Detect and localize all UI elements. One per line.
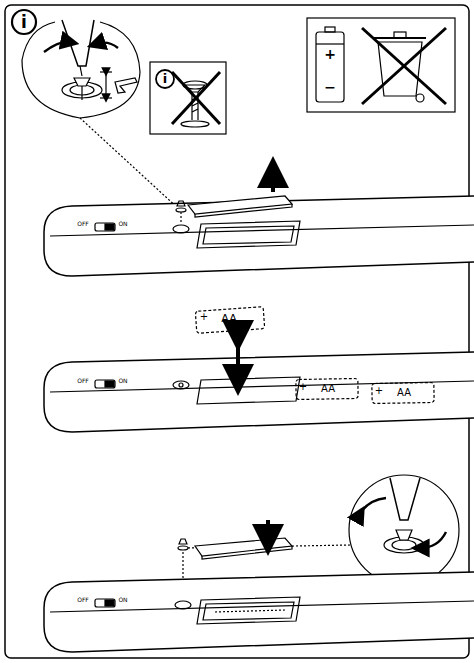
part-label: ON xyxy=(116,378,130,384)
soundbar xyxy=(44,352,474,432)
zoom-detail xyxy=(22,20,180,210)
battery xyxy=(195,307,264,380)
part-label: AA xyxy=(214,313,244,324)
part-label: + xyxy=(320,47,340,61)
part-label: − xyxy=(320,80,340,94)
disposal-box xyxy=(307,18,455,112)
part-label: i xyxy=(156,72,174,85)
part-label: ON xyxy=(116,597,130,603)
part-label: + xyxy=(198,312,210,322)
part-label: i xyxy=(12,14,36,31)
frame xyxy=(5,5,469,658)
lid xyxy=(176,172,292,224)
part-label: ON xyxy=(116,221,130,227)
part-label: OFF xyxy=(72,597,94,603)
part-label: AA xyxy=(389,388,419,398)
soundbar xyxy=(44,572,474,652)
soundbar xyxy=(44,196,474,276)
part-label: OFF xyxy=(72,378,94,384)
part-label: + xyxy=(373,386,385,396)
zoom-detail xyxy=(186,475,459,585)
part-label: + xyxy=(297,382,309,392)
part-label: AA xyxy=(313,384,343,394)
part-label: OFF xyxy=(72,221,94,227)
info-icon xyxy=(12,10,36,34)
warning-box xyxy=(150,62,226,134)
